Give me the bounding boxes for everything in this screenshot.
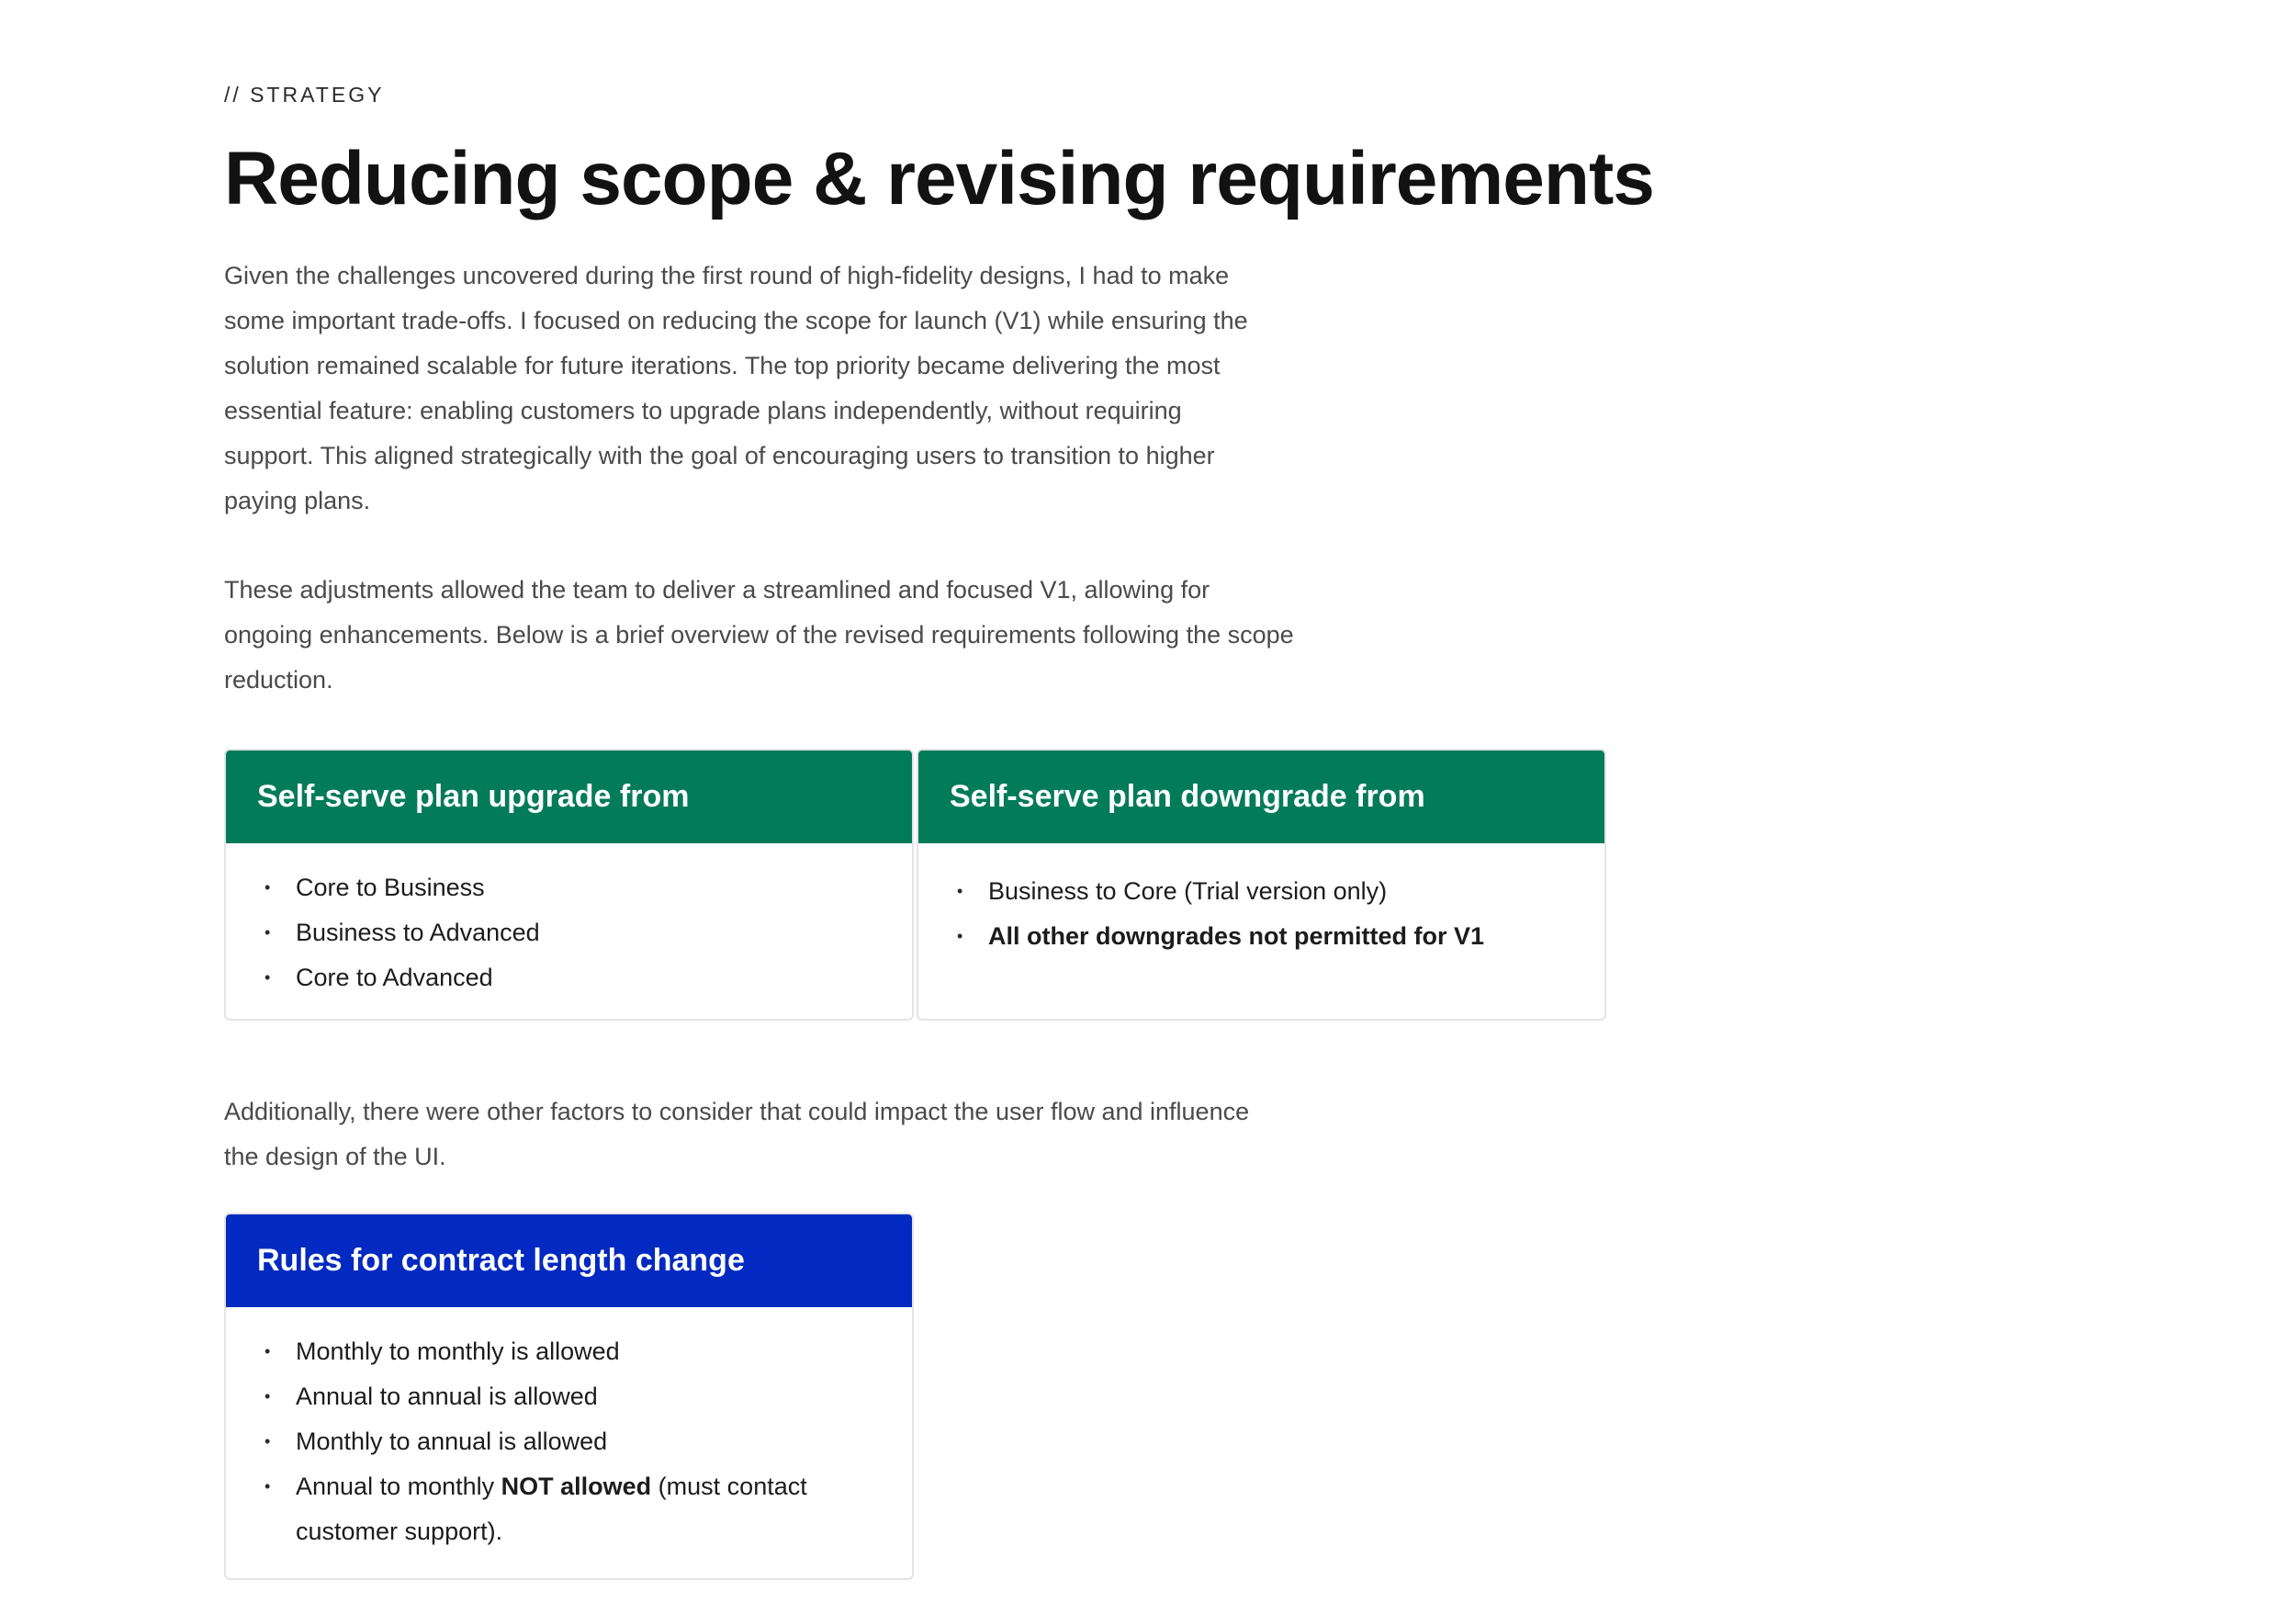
list-item: • Monthly to monthly is allowed — [257, 1329, 881, 1374]
downgrade-requirements-card: Self-serve plan downgrade from • Busines… — [917, 749, 1606, 1021]
list-item: • Core to Business — [257, 865, 881, 910]
list-item-text: Annual to annual is allowed — [296, 1383, 598, 1410]
downgrade-list: • Business to Core (Trial version only) … — [918, 843, 1604, 959]
intro-paragraph: Given the challenges uncovered during th… — [224, 262, 1248, 514]
list-item-text: Core to Business — [296, 874, 485, 901]
list-item: • Business to Core (Trial version only) — [950, 869, 1573, 914]
bullet-icon: • — [264, 878, 271, 897]
upgrade-card-title: Self-serve plan upgrade from — [226, 751, 912, 843]
list-item: • Core to Advanced — [257, 955, 881, 1000]
list-item: • Monthly to annual is allowed — [257, 1419, 881, 1464]
list-item-text: Annual to monthly — [296, 1473, 501, 1500]
section-eyebrow: // STRATEGY — [224, 83, 385, 107]
bullet-icon: • — [264, 968, 271, 987]
bullet-icon: • — [264, 1477, 271, 1495]
upgrade-requirements-card: Self-serve plan upgrade from • Core to B… — [224, 749, 914, 1021]
list-item-text: Monthly to annual is allowed — [296, 1428, 608, 1455]
bullet-icon: • — [264, 1342, 271, 1360]
contract-card-title: Rules for contract length change — [226, 1214, 912, 1307]
contract-rules-card: Rules for contract length change • Month… — [224, 1213, 914, 1580]
list-item-text: (must contact customer support). — [296, 1473, 807, 1545]
list-item: • Annual to annual is allowed — [257, 1374, 881, 1419]
bullet-icon: • — [264, 923, 271, 942]
upgrade-list: • Core to Business • Business to Advance… — [226, 843, 912, 1000]
list-item-text: Core to Advanced — [296, 964, 493, 991]
list-item: • Business to Advanced — [257, 910, 881, 955]
bullet-icon: • — [957, 882, 963, 900]
list-item-emphasis: NOT allowed — [501, 1473, 652, 1500]
adjustments-paragraph: These adjustments allowed the team to de… — [224, 576, 1294, 694]
list-item-text: Business to Core (Trial version only) — [988, 877, 1388, 905]
contract-rules-list: • Monthly to monthly is allowed • Annual… — [226, 1307, 912, 1554]
list-item-text: Business to Advanced — [296, 919, 540, 946]
list-item: • All other downgrades not permitted for… — [950, 914, 1573, 959]
list-item-text: All other downgrades not permitted for V… — [988, 922, 1485, 950]
bullet-icon: • — [264, 1387, 271, 1405]
list-item-text: Monthly to monthly is allowed — [296, 1337, 620, 1365]
bullet-icon: • — [957, 927, 963, 945]
additional-factors-paragraph: Additionally, there were other factors t… — [224, 1098, 1250, 1170]
list-item: • Annual to monthly NOT allowed (must co… — [257, 1464, 810, 1554]
page-title: Reducing scope & revising requirements — [224, 137, 1655, 220]
downgrade-card-title: Self-serve plan downgrade from — [918, 751, 1604, 843]
bullet-icon: • — [264, 1432, 271, 1450]
